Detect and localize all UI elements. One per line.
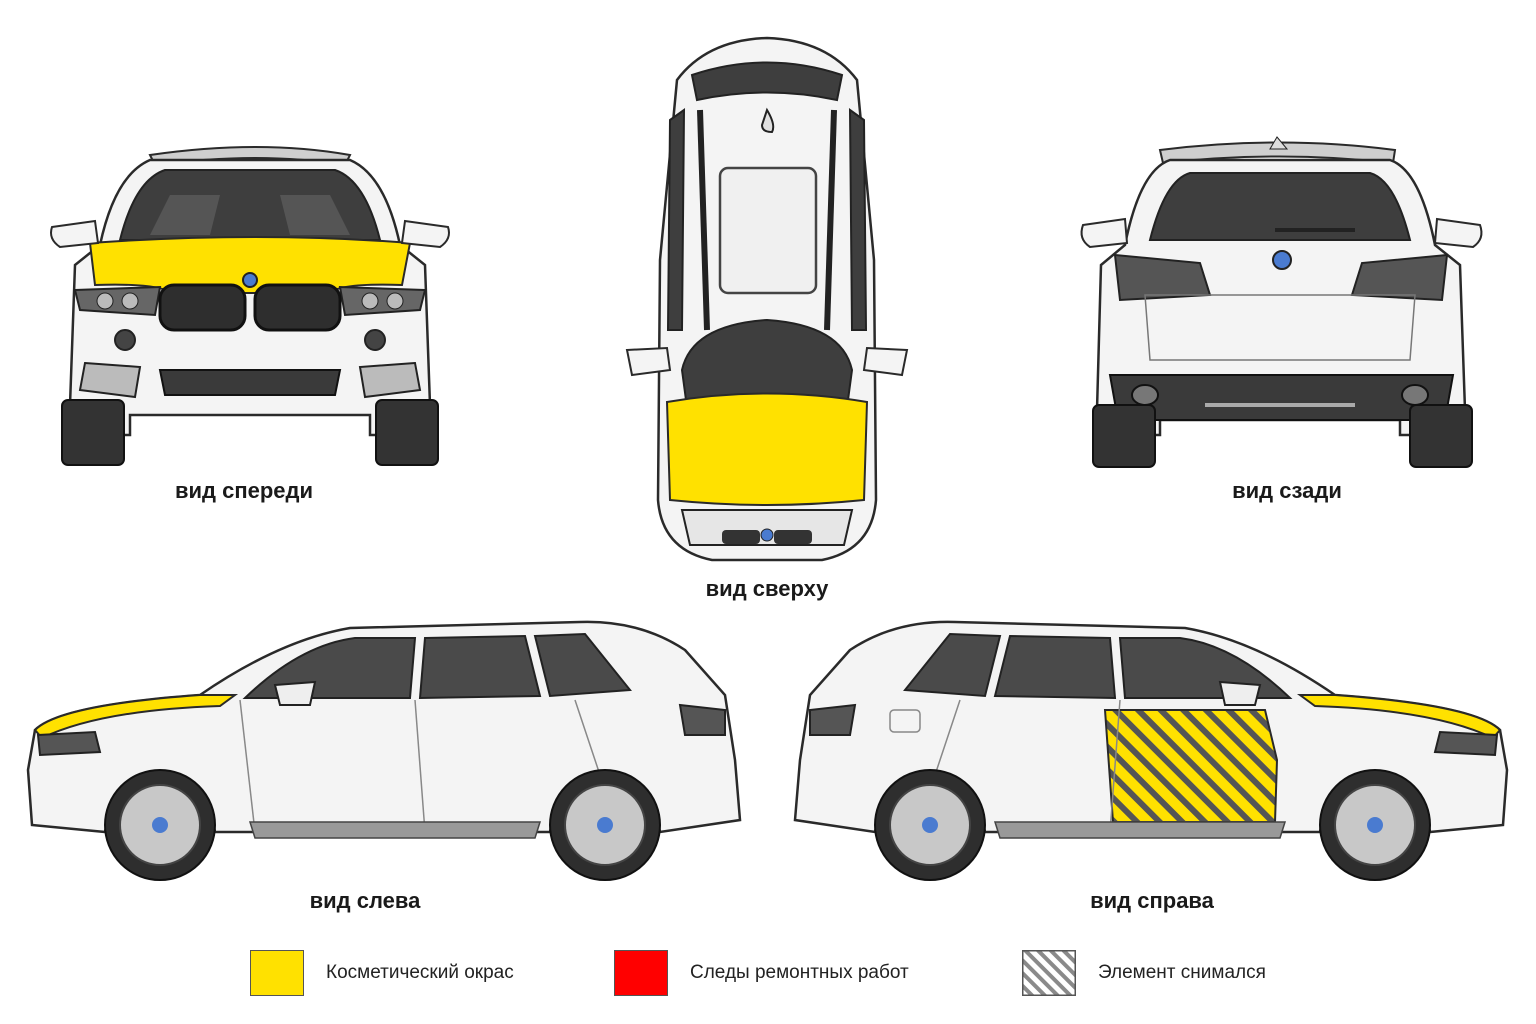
top-view bbox=[612, 30, 922, 570]
legend-swatch-red bbox=[614, 950, 668, 996]
right-view-caption: вид справа bbox=[1090, 888, 1214, 913]
legend-item-repair-traces: Следы ремонтных работ bbox=[614, 950, 909, 996]
left-hood-painted bbox=[33, 694, 239, 740]
legend-swatch-yellow bbox=[250, 950, 304, 996]
bmw-logo-icon bbox=[760, 528, 774, 542]
right-view bbox=[785, 610, 1515, 890]
right-front-door-removed bbox=[1103, 709, 1279, 823]
front-view bbox=[40, 135, 480, 475]
top-hood-painted bbox=[665, 392, 869, 506]
legend-label: Элемент снимался bbox=[1098, 962, 1266, 983]
bmw-logo-icon bbox=[1272, 250, 1292, 270]
legend-item-cosmetic-paint: Косметический окрас bbox=[250, 950, 514, 996]
legend-label: Следы ремонтных работ bbox=[690, 962, 909, 983]
left-view-caption: вид слева bbox=[309, 888, 421, 913]
left-view bbox=[20, 610, 750, 890]
right-hood-painted bbox=[1296, 694, 1502, 740]
legend-swatch-hatch bbox=[1022, 950, 1076, 996]
front-view-caption: вид спереди bbox=[174, 478, 314, 503]
rear-view bbox=[1075, 135, 1490, 475]
top-view-caption: вид сверху bbox=[705, 576, 829, 601]
legend-label: Косметический окрас bbox=[326, 962, 514, 983]
bmw-logo-icon bbox=[242, 272, 258, 288]
legend-item-removed: Элемент снимался bbox=[1022, 950, 1266, 996]
rear-view-caption: вид сзади bbox=[1232, 478, 1342, 503]
